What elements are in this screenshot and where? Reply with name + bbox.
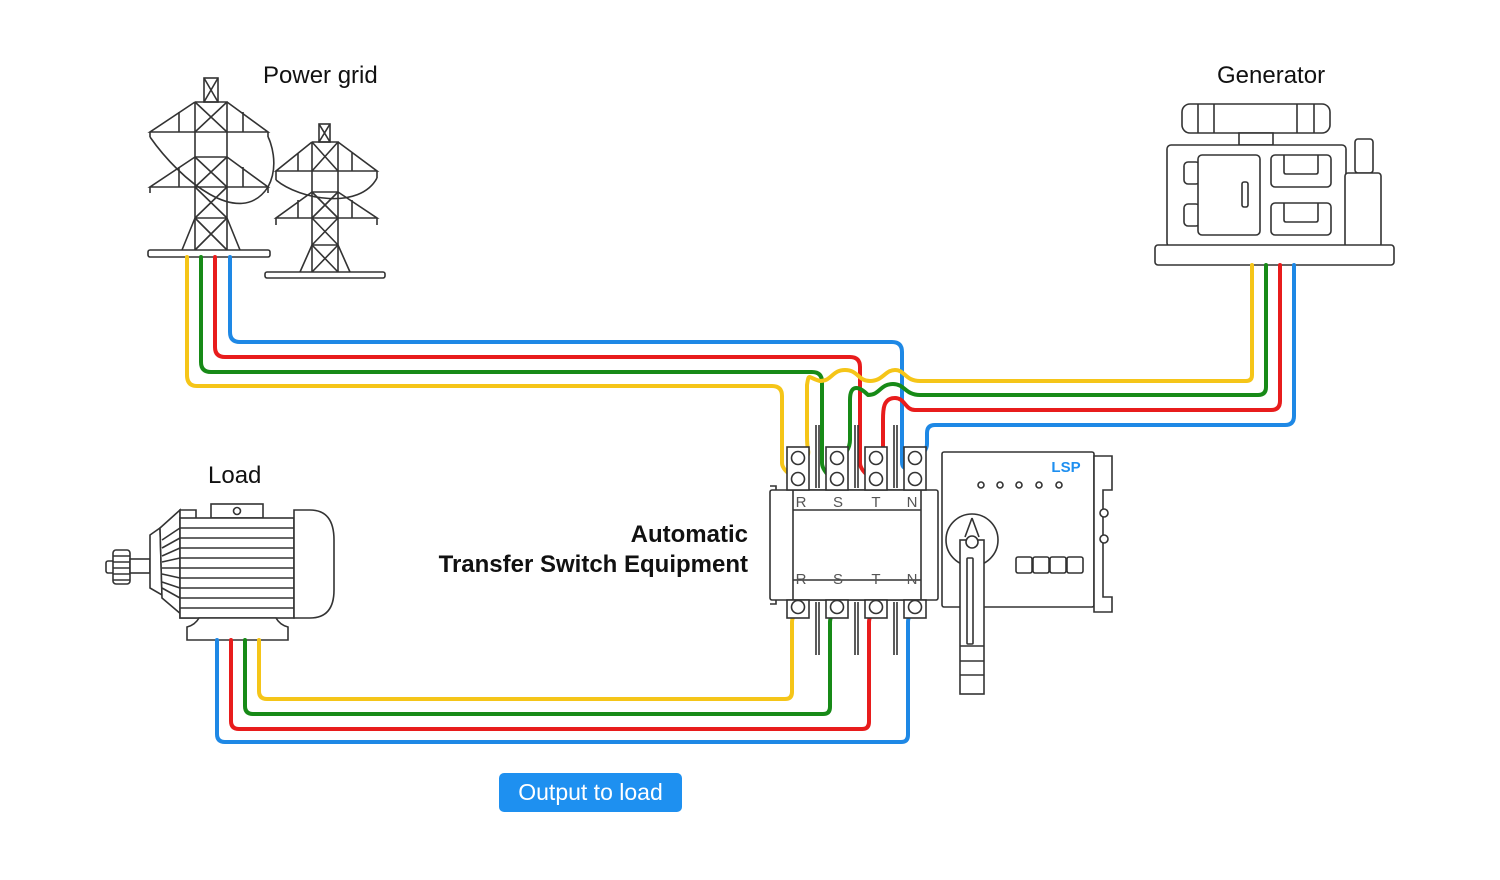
generator-label: Generator — [1217, 62, 1326, 89]
top-terminal-block — [786, 425, 927, 491]
load-wire-r — [257, 605, 806, 701]
ats-label-line1: Automatic — [630, 521, 748, 548]
grid-wire-s — [199, 255, 835, 482]
grid-wire-r — [185, 255, 798, 481]
bottom-terminal-block — [786, 599, 927, 655]
grid-wire-t — [213, 255, 874, 481]
gen-wire-t — [872, 263, 1282, 464]
terminal-label-top-r: R — [796, 494, 807, 511]
generator-icon — [1154, 103, 1395, 266]
terminal-label-top-t: T — [871, 494, 880, 511]
load-wire-t — [229, 605, 882, 731]
terminal-label-top-s: S — [833, 494, 843, 511]
output-to-load-button[interactable]: Output to load — [499, 773, 682, 812]
gen-wire-s — [834, 263, 1268, 464]
load-wire-n — [215, 605, 920, 744]
ground-screw-icon — [1099, 508, 1109, 518]
generator-wires — [796, 263, 1296, 466]
power-grid-label: Power grid — [263, 62, 378, 89]
control-buttons[interactable] — [1015, 556, 1084, 574]
ats-label: Automatic Transfer Switch Equipment — [439, 520, 748, 580]
manual-handle[interactable] — [945, 513, 999, 695]
ats-label-line2: Transfer Switch Equipment — [438, 551, 748, 578]
load-wires — [215, 605, 920, 744]
power-grid-icon — [147, 77, 386, 279]
indicator-leds — [977, 481, 1063, 489]
motor-load-icon — [105, 503, 335, 641]
terminal-label-bottom-r: R — [796, 571, 807, 588]
gen-wire-n — [912, 263, 1296, 464]
terminal-label-bottom-t: T — [871, 571, 880, 588]
terminal-label-bottom-n: N — [907, 571, 918, 588]
ats-controller: LSP — [941, 451, 1113, 695]
ats-switch-body: R S T N R S T N — [769, 425, 939, 655]
gen-wire-r — [796, 263, 1254, 466]
load-label: Load — [208, 462, 262, 489]
terminal-label-bottom-s: S — [833, 571, 843, 588]
brand-logo: LSP — [1051, 459, 1080, 476]
terminal-label-top-n: N — [907, 494, 918, 511]
